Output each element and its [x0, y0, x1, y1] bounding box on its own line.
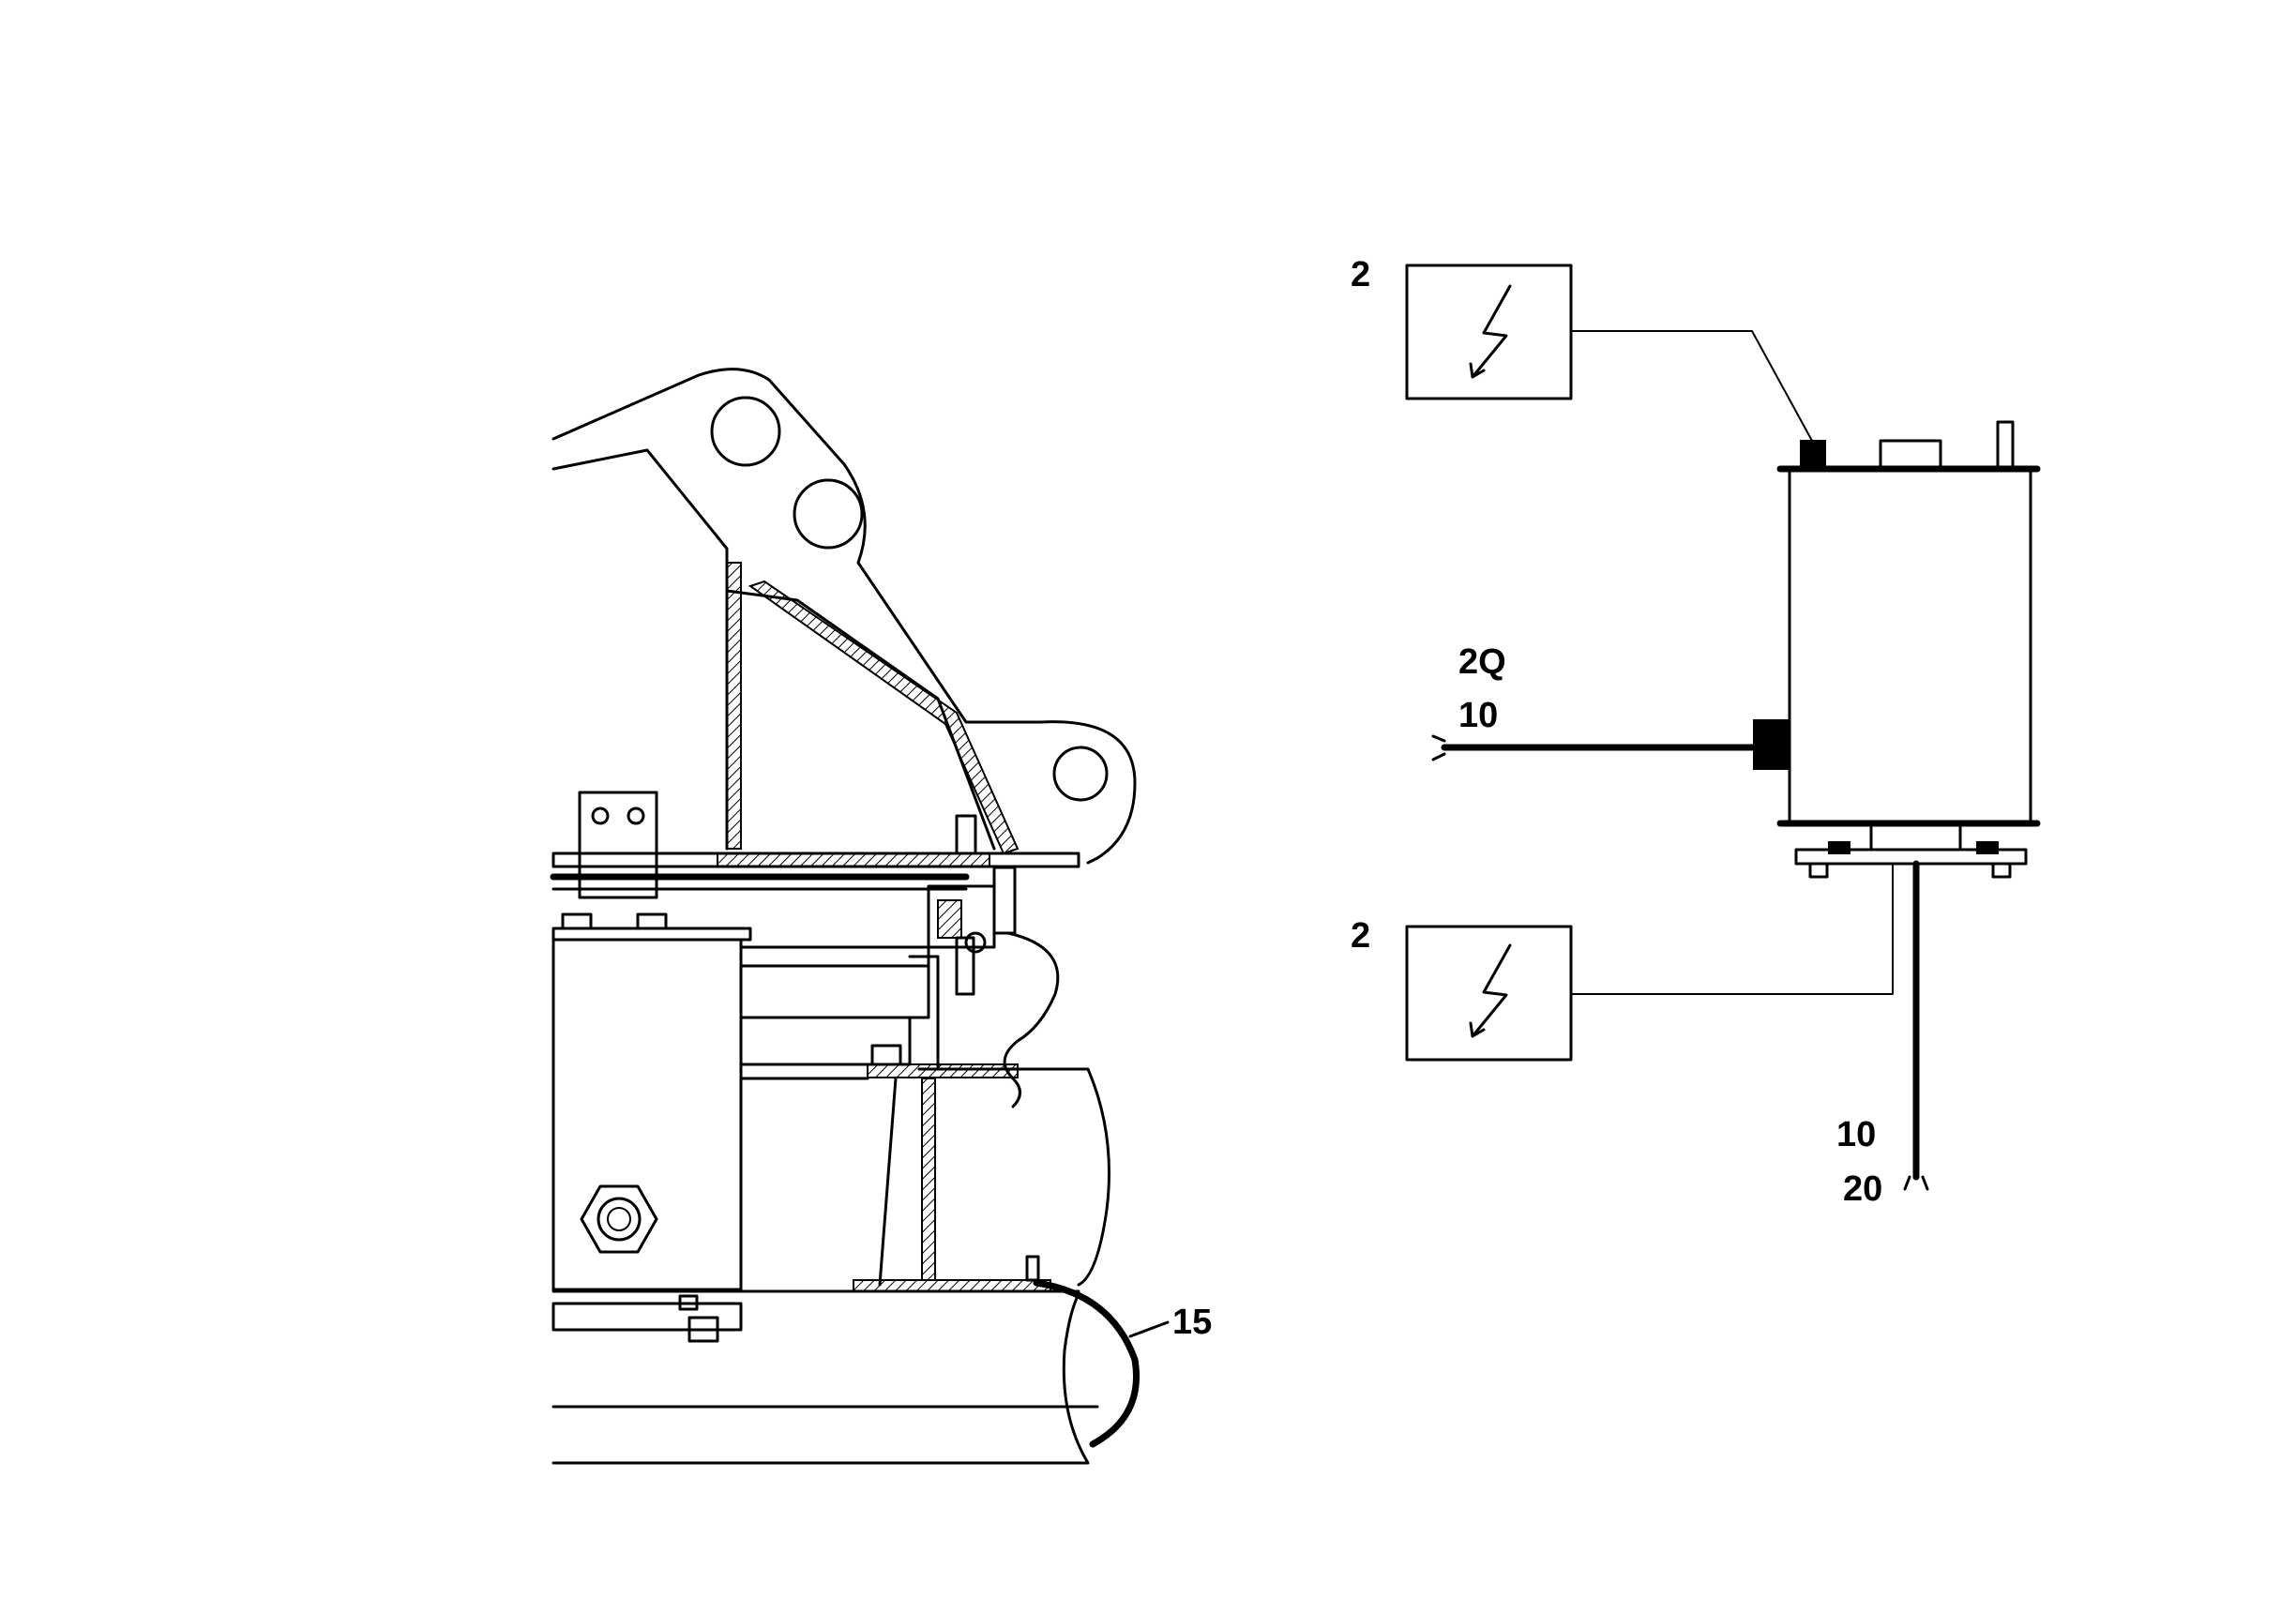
lightning-bolt-icon [1469, 284, 1512, 379]
label-box-top: 2 [1351, 255, 1370, 294]
turret-housing [551, 938, 743, 1291]
bolt-head-4 [678, 1294, 699, 1311]
turret-collar [739, 945, 930, 1019]
junction-housing [1788, 467, 2032, 825]
boom-arm-inner-edge [551, 448, 729, 851]
bolt-head-1 [561, 912, 593, 930]
leader-15 [1128, 1320, 1170, 1338]
bracket-hole-left [591, 806, 610, 825]
bolt-upper [992, 866, 1017, 935]
deck-plate-section [717, 852, 990, 867]
cable-15 [1033, 1279, 1140, 1448]
flange-bolt-1 [1828, 841, 1850, 854]
label-cable-side-upper: 2Q [1458, 642, 1506, 682]
label-cable-side-lower: 10 [1458, 696, 1498, 735]
bracket [578, 791, 658, 899]
turret-ring [739, 1016, 912, 1066]
flange-nut-1 [1808, 862, 1829, 879]
label-cable-bottom-upper: 10 [1836, 1115, 1876, 1154]
boom-arm-outline [551, 368, 1137, 865]
lower-flange-nub [870, 1044, 902, 1066]
hex-nut [580, 1184, 658, 1254]
pin-hole-upper [710, 396, 781, 467]
mount-plate-upper [551, 927, 752, 942]
label-part-15: 15 [1172, 1303, 1212, 1342]
pin-hole-right [1052, 746, 1109, 802]
boom-slanted-plate [748, 580, 1020, 855]
boom-lower-chord [725, 589, 996, 851]
mechanical-assembly [550, 368, 1170, 1465]
center-column [921, 1078, 936, 1281]
boom-web-plate [726, 562, 742, 850]
housing-neck [1869, 822, 1962, 852]
cable-side-end [1431, 734, 1446, 761]
hex-nut-core [607, 1207, 631, 1231]
bolt-head-2 [636, 912, 668, 930]
electrical-diagram [1405, 264, 2041, 1191]
base-flange [1794, 848, 2028, 866]
wire-bottom [1570, 863, 1894, 995]
bolt-head-3 [687, 1316, 719, 1343]
label-box-bottom: 2 [1351, 916, 1370, 956]
wire-top [1570, 330, 1813, 442]
label-cable-bottom-lower: 20 [1843, 1169, 1882, 1209]
housing-top-stud [1996, 420, 2015, 469]
base-beam-plate [853, 1279, 1051, 1292]
electrical-box-top [1405, 264, 1573, 400]
hose-loop [1003, 931, 1060, 1108]
lower-mount-plate [551, 1302, 743, 1332]
base-beam-outline [551, 1292, 1099, 1465]
small-pin [1025, 1255, 1040, 1282]
lower-flange [867, 1063, 1019, 1078]
base-beam-top [927, 1067, 1110, 1287]
bracket-hole-right [627, 806, 645, 825]
top-stud [955, 814, 977, 855]
column-gusset [878, 1077, 898, 1287]
bolt-lower [955, 936, 975, 996]
bearing-inner [937, 899, 962, 939]
hex-nut-hole [597, 1197, 642, 1242]
turret-flange [908, 955, 940, 1071]
cable-gland-side [1753, 719, 1789, 770]
cable-gland-top [1800, 440, 1826, 468]
flange-nut-2 [1991, 862, 2012, 879]
cable-bottom-end [1903, 1175, 1929, 1191]
lightning-bolt-icon [1469, 943, 1512, 1038]
bearing-ball [964, 931, 987, 954]
housing-top-cap [1879, 439, 1942, 469]
flange-bolt-2 [1976, 841, 1999, 854]
pin-hole-lower [793, 478, 864, 550]
